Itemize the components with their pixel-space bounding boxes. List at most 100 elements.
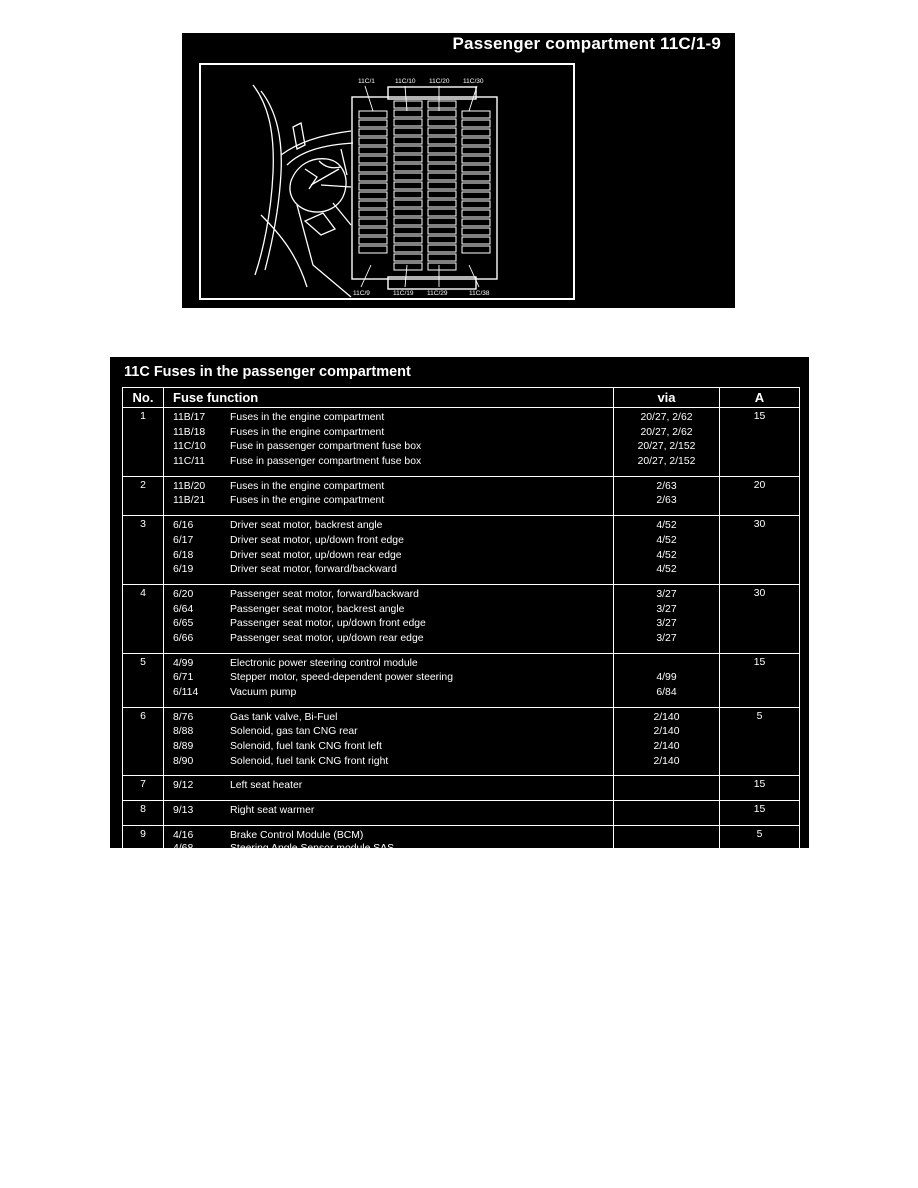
fuse-slot: [427, 226, 457, 235]
fuse-slot: [358, 236, 388, 245]
fuse-via-cell: [613, 824, 720, 860]
fuse-slot: [427, 118, 457, 127]
component-code: 8/88: [173, 726, 194, 738]
component-description: Driver seat motor, up/down front edge: [230, 534, 404, 546]
fuse-amperage: 30: [719, 515, 800, 585]
continues-row: continues: [122, 858, 800, 878]
via-value: [614, 779, 719, 794]
fuse-slot: [393, 226, 423, 235]
fuse-amperage: 15: [719, 652, 800, 708]
fuse-slot: [461, 218, 491, 227]
fuse-number: 5: [122, 652, 164, 708]
component-description: Solenoid, gas tan CNG rear: [230, 726, 358, 738]
fuse-slot: [427, 208, 457, 217]
fuse-label-bottom-2: 11C/19: [393, 290, 414, 297]
component-description: Vacuum pump: [230, 687, 297, 698]
fuse-slot: [427, 136, 457, 145]
component-code: 6/65: [173, 618, 194, 630]
component-code: 11B/21: [173, 495, 206, 507]
fuse-number: 8: [122, 800, 164, 826]
continues-label: continues: [163, 858, 614, 878]
fuse-slot: [427, 127, 457, 136]
component-description: Steering Angle Sensor module SAS: [230, 842, 395, 854]
fuse-slot: [358, 182, 388, 191]
via-value: [614, 804, 719, 819]
via-value: 6/84: [656, 687, 677, 698]
fuse-number: 6: [122, 706, 164, 777]
header-no: No.: [122, 387, 164, 408]
fuse-via-cell: [613, 775, 720, 802]
fuse-slot: [393, 100, 423, 109]
fuse-number: 4: [122, 583, 164, 654]
fuse-slot: [358, 119, 388, 128]
fuse-amperage: 15: [719, 800, 800, 826]
fuse-slot: [393, 109, 423, 118]
header-function: Fuse function: [163, 387, 614, 408]
fuse-slot: [393, 163, 423, 172]
component-code: 11C/10: [173, 441, 206, 453]
component-description: Fuse in passenger compartment fuse box: [230, 456, 422, 468]
component-description: Brake Control Module (BCM): [230, 829, 364, 841]
via-value: 3/27: [656, 618, 677, 630]
fuse-slot: [427, 163, 457, 172]
component-description: Solenoid, fuel tank CNG front left: [230, 741, 382, 753]
component-code: 4/99: [173, 657, 194, 669]
fuse-slot: [393, 172, 423, 181]
fuse-slot: [427, 253, 457, 262]
fuse-function-cell: 4/99 Electronic power steering control mo…: [163, 652, 614, 708]
fuse-slot: [427, 199, 457, 208]
via-value: [614, 829, 719, 844]
component-description: Passenger seat motor, backrest angle: [230, 603, 405, 615]
fuse-slot: [358, 128, 388, 137]
fuse-label-top-4: 11C/30: [463, 78, 484, 85]
fuse-slot: [358, 200, 388, 209]
via-value: 20/27, 2/152: [637, 441, 696, 453]
dashboard-drawing: [252, 84, 354, 298]
component-code: 8/76: [173, 711, 194, 723]
fuse-number: 2: [122, 475, 164, 517]
component-description: Driver seat motor, forward/backward: [230, 564, 397, 576]
component-code: 11B/17: [173, 412, 206, 423]
empty-cell: [719, 858, 800, 878]
fuse-slot: [358, 155, 388, 164]
fuse-slot: [461, 200, 491, 209]
fuse-slot: [461, 110, 491, 119]
fuse-slot: [358, 146, 388, 155]
fuse-slot: [393, 118, 423, 127]
via-value: 2/63: [656, 495, 677, 507]
header-via: via: [613, 387, 720, 408]
component-code: 6/20: [173, 588, 194, 600]
fuse-slot: [461, 245, 491, 254]
fuse-slot: [358, 164, 388, 173]
fuse-slot: [393, 244, 423, 253]
component-description: Electronic power steering control module: [230, 657, 418, 669]
component-code: 6/18: [173, 549, 194, 561]
component-code: 8/89: [173, 741, 194, 753]
fuse-number: 3: [122, 515, 164, 585]
fusebox-illustration: 11C/1 11C/10 11C/20 11C/30 11C/9 11C/19 …: [252, 78, 498, 298]
via-value: 3/27: [656, 632, 677, 644]
via-value: 2/140: [653, 726, 680, 738]
component-description: Fuses in the engine compartment: [230, 495, 385, 507]
component-description: Fuses in the engine compartment: [230, 426, 385, 438]
fuse-slot: [427, 172, 457, 181]
component-description: Solenoid, fuel tank CNG front right: [230, 755, 389, 767]
fuse-number: 7: [122, 775, 164, 802]
fuse-amperage: 20: [719, 475, 800, 517]
